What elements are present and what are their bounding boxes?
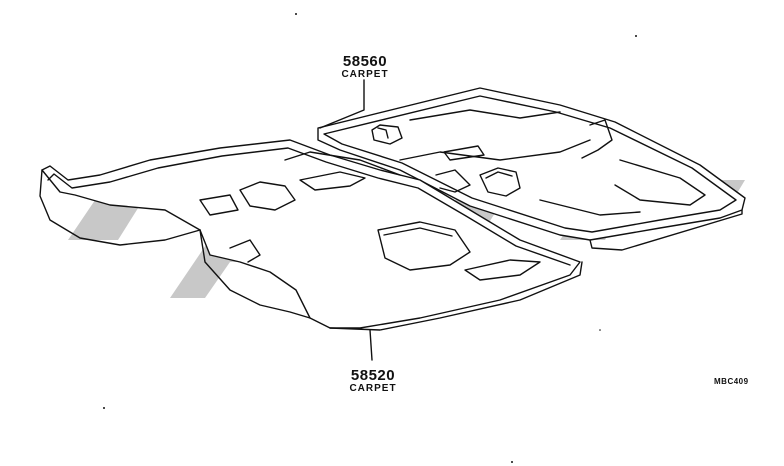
rear-carpet-drawing xyxy=(317,79,746,251)
callout-rear-carpet: 58560 CARPET xyxy=(328,54,402,80)
diagram-code: MBC409 xyxy=(714,377,749,386)
scan-dots xyxy=(103,13,637,463)
part-name: CARPET xyxy=(341,69,389,80)
part-number: 58560 xyxy=(342,53,388,70)
callout-front-carpet: 58520 CARPET xyxy=(336,368,410,394)
front-carpet-drawing xyxy=(39,139,583,361)
part-number: 58520 xyxy=(350,367,396,384)
part-name: CARPET xyxy=(349,383,397,394)
